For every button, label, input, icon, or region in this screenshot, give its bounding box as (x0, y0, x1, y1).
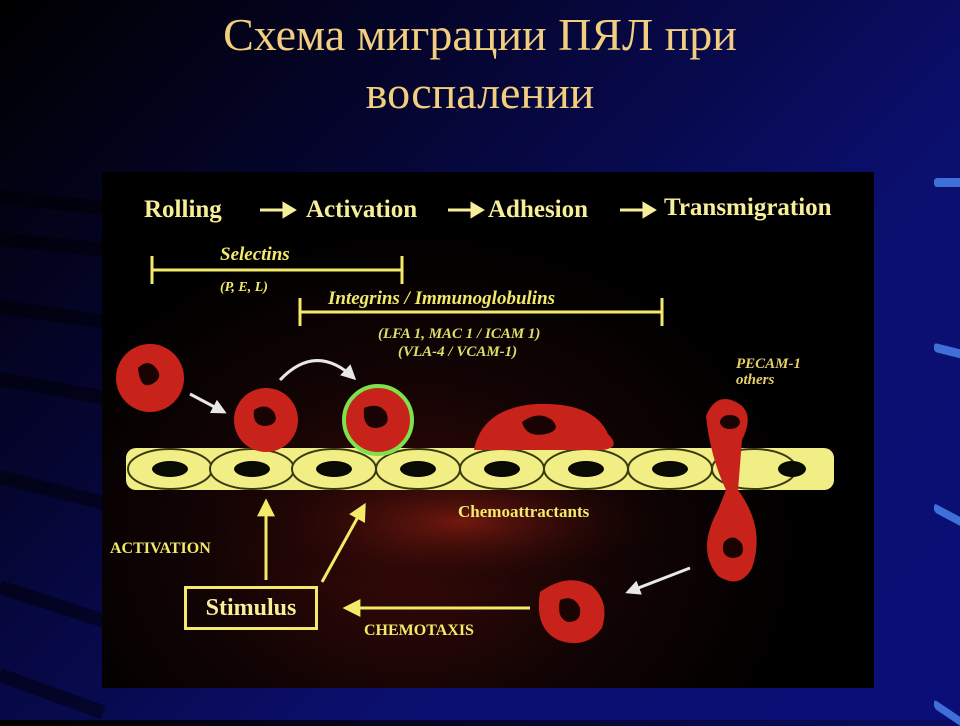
slide-title: Схема миграции ПЯЛ при воспалении (0, 6, 960, 122)
integrins-range-bracket (298, 298, 664, 326)
edge-decoration (934, 699, 960, 726)
pecam-line-1: PECAM-1 (736, 356, 802, 372)
edge-decoration (934, 342, 960, 359)
leukocyte-activated (342, 384, 414, 456)
leukocyte-migration-figure: Rolling Activation Adhesion Transmigrati… (102, 172, 874, 688)
background-streak (0, 372, 110, 405)
activation-label: ACTIVATION (110, 540, 211, 557)
rolling-direction-arrow (189, 392, 227, 414)
chemotaxis-label: CHEMOTAXIS (364, 622, 474, 639)
leukocyte-transmigrating (706, 399, 757, 582)
activation-arrow-diagonal (320, 502, 366, 583)
background-streak (0, 300, 110, 330)
edge-decoration (934, 178, 960, 187)
background-streak (0, 668, 106, 720)
migration-direction-arrow (625, 566, 691, 595)
slide-title-line-2: воспалении (365, 67, 595, 118)
leukocyte-rolling-2 (234, 388, 298, 452)
integrins-line-2: (VLA-4 / VCAM-1) (398, 344, 518, 360)
pecam-line-2: others (736, 372, 775, 388)
endothelial-nucleus (568, 461, 604, 477)
stage-activation: Activation (306, 196, 418, 223)
endothelial-nucleus (316, 461, 352, 477)
background-streak (0, 232, 111, 258)
leukocyte-rolling-1 (116, 344, 184, 412)
endothelial-nucleus (652, 461, 688, 477)
endothelial-cell-layer (126, 448, 834, 490)
leukocyte-migrated (538, 580, 605, 644)
endothelial-nucleus (484, 461, 520, 477)
stimulus-label: Stimulus (205, 595, 297, 621)
background-streak (0, 190, 111, 216)
pecam-label: PECAM-1 others (736, 356, 801, 388)
endothelial-nucleus (778, 461, 806, 477)
activation-curve-arrow (278, 359, 357, 382)
selectins-types: (P, E, L) (220, 280, 268, 295)
endothelial-nucleus (234, 461, 270, 477)
integrins-label: Integrins / Immunoglobulins (328, 288, 556, 309)
edge-decoration (934, 503, 960, 526)
chemoattractants-label: Chemoattractants (458, 502, 590, 521)
stage-adhesion: Adhesion (488, 196, 589, 223)
stage-arrows (260, 201, 657, 219)
background-streak (0, 580, 107, 628)
background-streak (0, 470, 109, 511)
stage-rolling: Rolling (144, 196, 222, 223)
stage-transmigration: Transmigration (664, 194, 832, 221)
endothelial-nucleus (152, 461, 188, 477)
endothelial-nucleus (400, 461, 436, 477)
selectins-range-bracket (150, 256, 404, 284)
slide-title-line-1: Схема миграции ПЯЛ при (223, 9, 737, 60)
stimulus-box: Stimulus (184, 586, 318, 630)
selectins-label: Selectins (220, 244, 290, 265)
integrins-line-1: (LFA 1, MAC 1 / ICAM 1) (378, 326, 541, 342)
figure-graphics (116, 201, 834, 644)
leukocyte-adherent (474, 403, 614, 450)
